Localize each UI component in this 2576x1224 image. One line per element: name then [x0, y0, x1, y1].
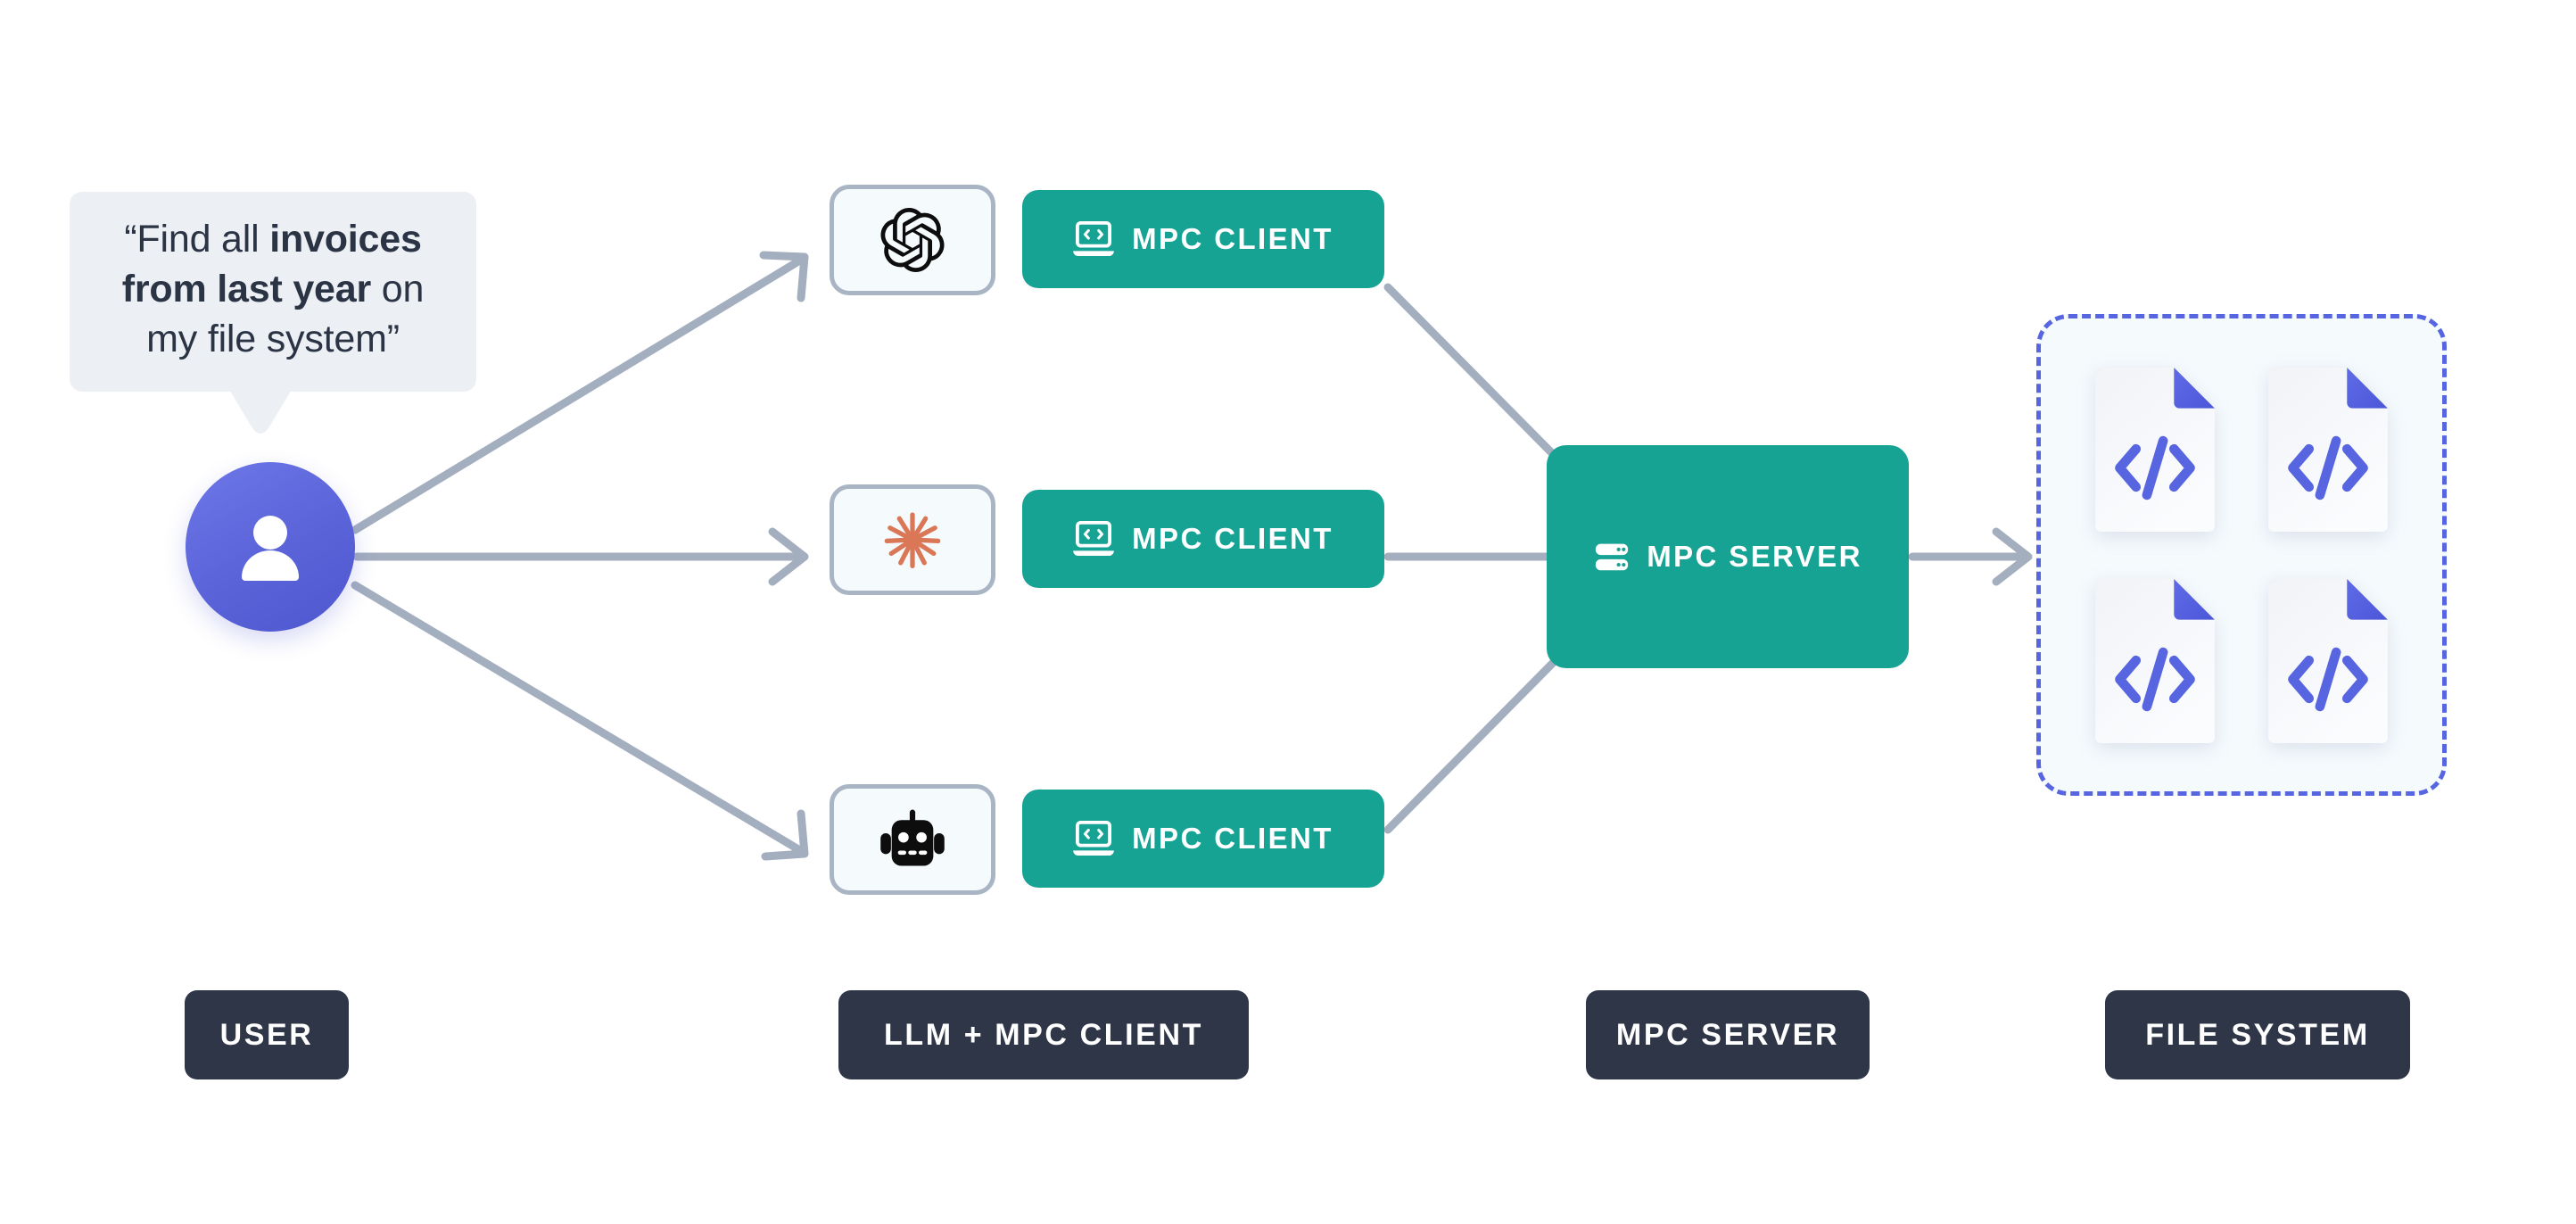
stage-label-user: USER	[185, 990, 349, 1079]
speech-bubble-text: “Find all invoices from last year on my …	[96, 215, 450, 365]
llm-tile-openai[interactable]	[830, 185, 995, 295]
mpc-client-label-3: MPC CLIENT	[1132, 822, 1333, 855]
stage-label-llm-client: LLM + MPC CLIENT	[838, 990, 1249, 1079]
stage-label-file-system: FILE SYSTEM	[2105, 990, 2410, 1079]
bubble-seg-1: “Find all	[124, 218, 270, 261]
llm-tile-claude[interactable]	[830, 484, 995, 595]
mpc-client-box-1[interactable]: MPC CLIENT	[1022, 190, 1384, 288]
arrow-user-to-robot	[351, 581, 807, 856]
arrowhead-user-to-robot	[761, 809, 809, 861]
speech-bubble-tail	[226, 384, 295, 434]
server-rack-icon	[1596, 543, 1629, 571]
file-system-container	[2036, 314, 2447, 796]
stage-label-llm-client-text: LLM + MPC CLIENT	[884, 1017, 1203, 1052]
laptop-code-icon	[1073, 221, 1115, 257]
code-file-icon[interactable]	[2087, 365, 2223, 534]
file-grid	[2041, 318, 2442, 791]
speech-bubble: “Find all invoices from last year on my …	[70, 192, 476, 392]
stage-label-mpc-server-text: MPC SERVER	[1615, 1017, 1840, 1052]
arrowhead-user-to-openai	[759, 251, 809, 302]
stage-label-file-system-text: FILE SYSTEM	[2145, 1017, 2370, 1052]
mpc-client-box-2[interactable]: MPC CLIENT	[1022, 490, 1384, 588]
mpc-client-box-3[interactable]: MPC CLIENT	[1022, 790, 1384, 888]
mpc-client-label-2: MPC CLIENT	[1132, 522, 1333, 555]
person-icon	[242, 516, 299, 581]
bubble-bold-lastyear: from last year	[121, 267, 372, 310]
stage-label-mpc-server: MPC SERVER	[1586, 990, 1870, 1079]
mpc-client-label-1: MPC CLIENT	[1132, 222, 1333, 255]
user-avatar[interactable]	[186, 462, 355, 632]
llm-tile-robot[interactable]	[830, 784, 995, 895]
code-file-icon[interactable]	[2260, 576, 2396, 746]
code-file-icon[interactable]	[2260, 365, 2396, 534]
bubble-seg-3: on my file system”	[146, 267, 425, 360]
claude-burst-icon	[884, 512, 941, 569]
arrowhead-user-to-claude	[768, 527, 809, 586]
mpc-server-box[interactable]: MPC SERVER	[1547, 445, 1909, 668]
bubble-bold-invoices: invoices	[269, 218, 422, 261]
link-client3-to-server	[1383, 656, 1560, 834]
laptop-code-icon	[1073, 521, 1115, 557]
arrowhead-server-to-filesystem	[1992, 527, 2033, 586]
openai-logo-icon	[880, 208, 945, 272]
laptop-code-icon	[1073, 821, 1115, 856]
robot-head-icon	[880, 809, 945, 866]
link-client1-to-server	[1383, 283, 1560, 461]
stage-label-user-text: USER	[219, 1017, 314, 1052]
mpc-server-label: MPC SERVER	[1647, 540, 1862, 573]
code-file-icon[interactable]	[2087, 576, 2223, 746]
